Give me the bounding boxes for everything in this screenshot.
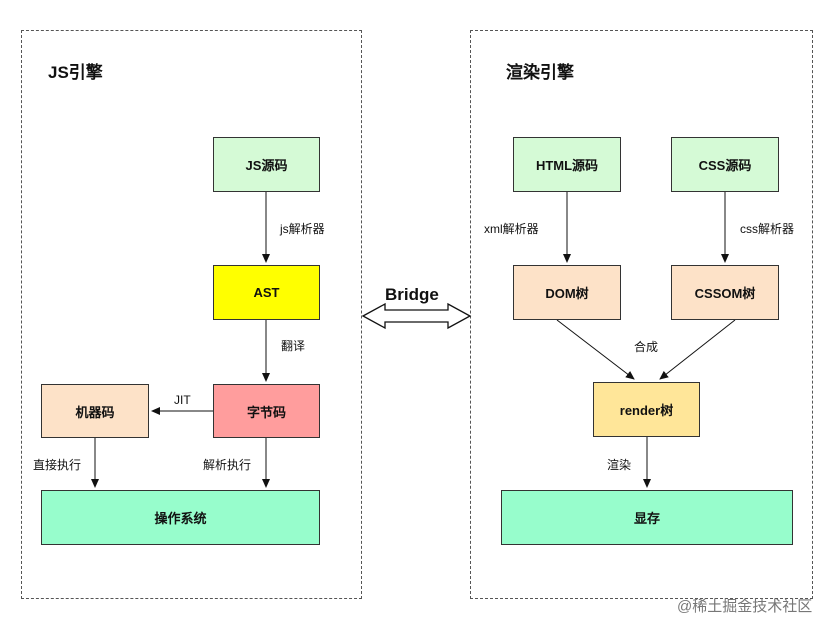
label-compile: 翻译	[281, 339, 306, 353]
node-machine-code: 机器码	[41, 384, 149, 438]
bridge-label: Bridge	[385, 285, 439, 304]
node-cssom-tree: CSSOM树	[671, 265, 779, 320]
render-engine-panel	[470, 30, 813, 599]
label-js-parser: js解析器	[280, 222, 325, 236]
node-html-source: HTML源码	[513, 137, 621, 192]
label-direct-exec: 直接执行	[33, 458, 82, 472]
render-engine-title: 渲染引擎	[506, 63, 574, 82]
node-render-tree: render树	[593, 382, 700, 437]
edge-dom-to-render	[556, 319, 635, 380]
label-interpret-exec: 解析执行	[203, 458, 252, 472]
node-ast: AST	[213, 265, 320, 320]
js-engine-panel	[21, 30, 362, 599]
label-css-parser: css解析器	[740, 222, 795, 236]
bridge-double-arrow	[361, 302, 472, 330]
label-jit: JIT	[174, 393, 191, 407]
label-render: 渲染	[607, 458, 632, 472]
label-xml-parser: xml解析器	[484, 222, 539, 236]
edge-cssom-to-render	[659, 319, 736, 380]
node-video-memory: 显存	[501, 490, 793, 545]
node-bytecode: 字节码	[213, 384, 320, 438]
node-dom-tree: DOM树	[513, 265, 621, 320]
node-js-source: JS源码	[213, 137, 320, 192]
js-engine-title: JS引擎	[48, 63, 103, 82]
footer-credit: @稀土掘金技术社区	[677, 598, 813, 615]
node-css-source: CSS源码	[671, 137, 779, 192]
node-os: 操作系统	[41, 490, 320, 545]
label-combine: 合成	[634, 340, 659, 354]
